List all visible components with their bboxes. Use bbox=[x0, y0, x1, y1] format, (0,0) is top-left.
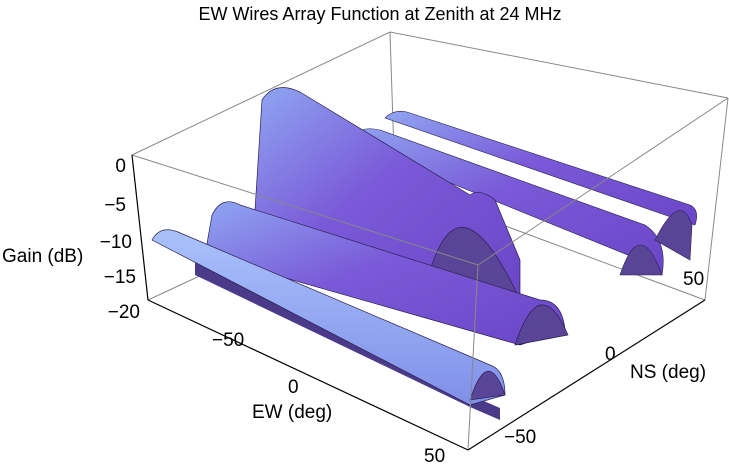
x-tick-label: 50 bbox=[424, 446, 445, 467]
y-tick-label: 0 bbox=[605, 344, 616, 365]
x-axis-label: EW (deg) bbox=[252, 402, 332, 423]
z-tick-label: −10 bbox=[100, 232, 132, 253]
x-tick-label: 0 bbox=[288, 377, 299, 398]
lobe-cross-section bbox=[654, 210, 693, 261]
y-axis-label: NS (deg) bbox=[630, 362, 706, 383]
z-axis-label: Gain (dB) bbox=[2, 246, 83, 267]
surface-lobe-ew-neg75 bbox=[151, 229, 506, 406]
lobe-cross-section bbox=[514, 304, 569, 346]
z-tick-label: 0 bbox=[115, 156, 126, 177]
z-tick-label: −15 bbox=[104, 267, 136, 288]
surface-lobe-ew-neg40 bbox=[204, 201, 566, 346]
z-tick-label: −20 bbox=[108, 302, 140, 323]
lobe-cross-section bbox=[469, 370, 506, 401]
lobe-cross-section bbox=[619, 244, 663, 276]
chart-title: EW Wires Array Function at Zenith at 24 … bbox=[198, 4, 561, 24]
plot-box-front bbox=[131, 97, 729, 451]
surface-lobe-ew-75 bbox=[384, 111, 697, 226]
z-tick-label: −5 bbox=[104, 195, 126, 216]
y-tick-label: −50 bbox=[504, 427, 536, 448]
x-tick-label: −50 bbox=[212, 330, 244, 351]
y-tick-label: 50 bbox=[683, 269, 704, 290]
axes bbox=[131, 154, 706, 451]
